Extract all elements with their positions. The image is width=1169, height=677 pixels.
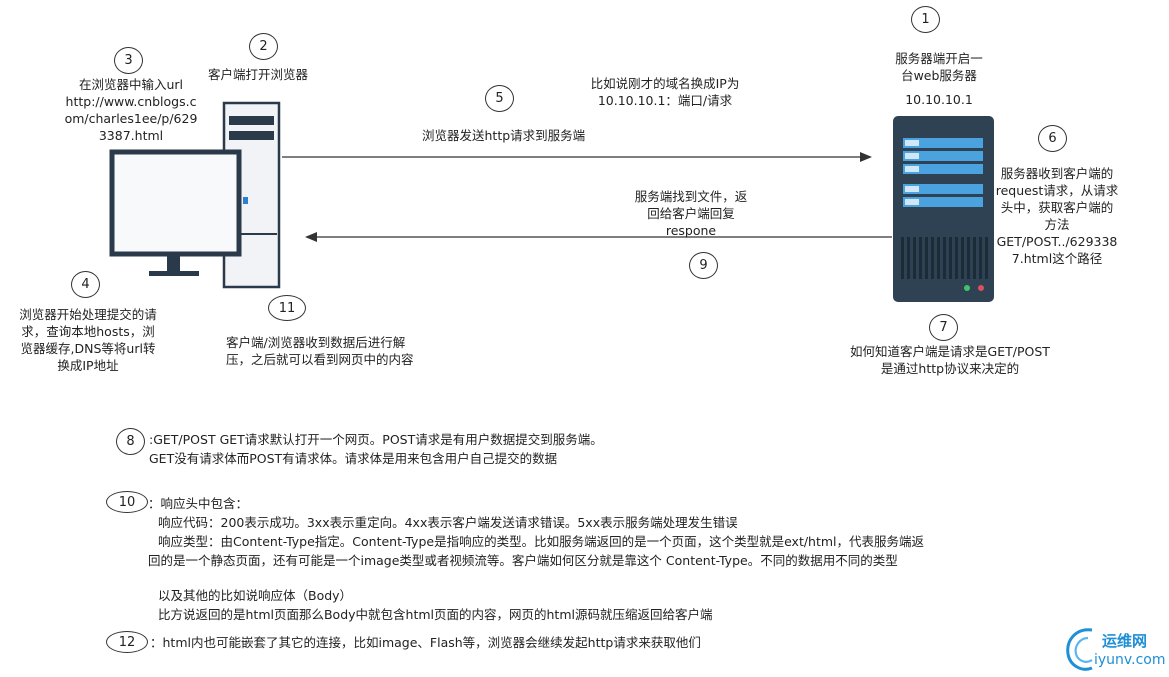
- step-11-circle: 11: [268, 295, 306, 321]
- logo-name: 运维网: [1102, 632, 1148, 650]
- how-know-method-label: 如何知道客户端是请求是GET/POST 是通过http协议来决定的: [850, 344, 1050, 376]
- note-10: ：响应头中包含： 响应代码：200表示成功。3xx表示重定向。4xx表示客户端发…: [148, 496, 925, 622]
- step-1-number: 1: [921, 12, 930, 27]
- client-receive-label: 客户端/浏览器收到数据后进行解 压，之后就可以看到网页中的内容: [226, 335, 414, 367]
- send-request-label: 浏览器发送http请求到服务端: [422, 128, 586, 143]
- monitor-icon: [109, 149, 242, 276]
- step-5-number: 5: [495, 91, 504, 106]
- browser-process-label: 浏览器开始处理提交的请 求，查询本地hosts，浏 览器缓存,DNS等将url转…: [19, 307, 157, 373]
- step-3-circle: 3: [114, 47, 143, 74]
- step-8-circle: 8: [116, 428, 145, 455]
- step-4-circle: 4: [71, 271, 100, 298]
- step-1-circle: 1: [911, 6, 940, 33]
- step-9-circle: 9: [689, 252, 718, 279]
- server-start-label: 服务器端开启一 台web服务器: [895, 51, 983, 83]
- step-7-number: 7: [939, 320, 948, 335]
- server-found-file-label: 服务端找到文件，返 回给客户端回复 respone: [634, 189, 748, 238]
- note-8: :GET/POST GET请求默认打开一个网页。POST请求是有用户数据提交到服…: [149, 432, 603, 466]
- step-5-circle: 5: [485, 85, 514, 112]
- step-2-circle: 2: [249, 33, 278, 60]
- step-10-circle: 10: [106, 491, 148, 513]
- step-12-circle: 12: [106, 631, 148, 653]
- step-9-number: 9: [699, 258, 708, 273]
- step-6-circle: 6: [1038, 125, 1067, 152]
- ip-example-label: 比如说刚才的域名换成IP为 10.10.10.1：端口/请求: [590, 76, 740, 108]
- step-11-number: 11: [278, 300, 296, 316]
- step-10-number: 10: [118, 494, 136, 510]
- note-12: ：html内也可能嵌套了其它的连接，比如image、Flash等，浏览器会继续发…: [150, 635, 701, 650]
- step-12-number: 12: [118, 634, 136, 650]
- enter-url-label: 在浏览器中输入url http://www.cnblogs.c om/charl…: [64, 77, 198, 143]
- logo-domain: iyunv.com: [1094, 652, 1166, 668]
- server-receive-request-label: 服务器收到客户端的 request请求，从请求 头中，获取客户端的 方法 GET…: [995, 166, 1119, 266]
- server-ip-label: 10.10.10.1: [905, 92, 973, 107]
- client-open-browser-label: 客户端打开浏览器: [208, 67, 309, 82]
- step-3-number: 3: [124, 53, 133, 68]
- step-7-circle: 7: [929, 314, 958, 341]
- step-4-number: 4: [81, 277, 90, 292]
- step-6-number: 6: [1048, 131, 1057, 146]
- server-icon: [893, 116, 994, 302]
- logo-swirl-icon: [1066, 628, 1093, 671]
- step-2-number: 2: [259, 39, 268, 54]
- watermark-logo: 运维网 iyunv.com: [1062, 624, 1168, 676]
- step-8-number: 8: [126, 434, 135, 449]
